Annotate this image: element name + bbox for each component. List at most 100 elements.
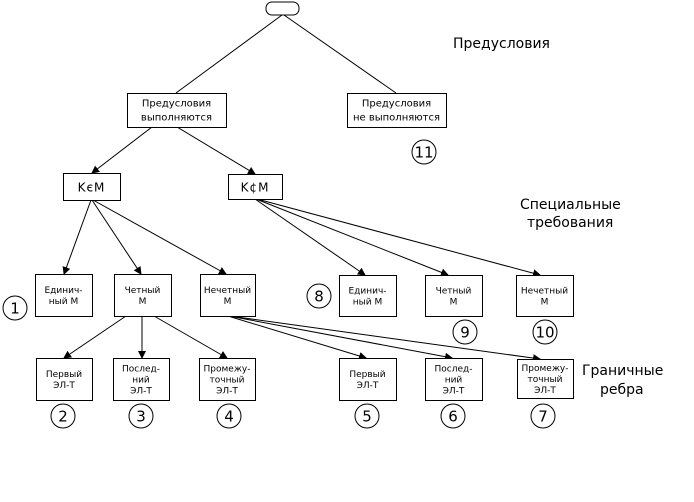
edge-k-notin-m-to-odd-right xyxy=(256,198,541,278)
marker-6: 6 xyxy=(440,403,466,429)
marker-circle xyxy=(50,403,76,429)
node-box xyxy=(339,275,397,317)
node-label-line: Единич- xyxy=(348,287,386,297)
label-boundary-edges-line2: ребра xyxy=(600,382,644,398)
marker-number: 1 xyxy=(10,300,20,318)
marker-circle xyxy=(306,283,332,309)
marker-number: 11 xyxy=(414,144,433,162)
node-label-line: Нечетный xyxy=(521,287,568,297)
node-label-line: выполняются xyxy=(141,113,212,124)
marker-2: 2 xyxy=(50,403,76,429)
marker-7: 7 xyxy=(530,403,556,429)
node-label-line: М xyxy=(224,297,232,307)
marker-number: 10 xyxy=(535,324,554,342)
node-label-line: М xyxy=(139,297,147,307)
marker-circle xyxy=(440,403,466,429)
node-label-line: ный М xyxy=(49,297,78,307)
node-box xyxy=(63,173,121,201)
marker-number: 3 xyxy=(136,408,146,426)
node-label-line: ЭЛ-Т xyxy=(443,387,465,397)
label-special-requirements-line2: требования xyxy=(527,215,613,231)
node-box xyxy=(113,358,170,401)
node-label-line: Промежу- xyxy=(204,365,251,375)
marker-circle xyxy=(354,403,380,429)
edge-even-left-to-first-left xyxy=(63,315,127,359)
node-box xyxy=(228,174,283,200)
marker-5: 5 xyxy=(354,403,380,429)
node-box xyxy=(347,93,447,128)
node-label-line: Единич- xyxy=(44,286,82,296)
node-label-line: Первый xyxy=(349,370,385,380)
node-label-line: ний xyxy=(132,376,150,386)
node-box xyxy=(339,358,397,401)
label-boundary-edges-line1: Граничные xyxy=(582,363,663,379)
marker-number: 4 xyxy=(224,408,234,426)
node-label-line: Четный xyxy=(125,286,161,296)
node-label-line: KєM xyxy=(78,181,106,195)
marker-number: 9 xyxy=(460,324,470,342)
node-label-line: М xyxy=(541,298,549,308)
marker-number: 6 xyxy=(448,408,458,426)
node-box xyxy=(425,358,483,401)
marker-1: 1 xyxy=(2,295,28,321)
node-box xyxy=(127,93,227,128)
node-single-right: Единич-ный М xyxy=(339,275,397,317)
marker-number: 8 xyxy=(314,288,324,306)
node-label-line: ЭЛ-Т xyxy=(53,381,75,391)
node-label-line: ный М xyxy=(353,298,382,308)
node-label-line: Нечетный xyxy=(204,286,251,296)
node-label-line: М xyxy=(450,298,458,308)
edge-k-in-m-to-even-left xyxy=(91,199,142,275)
node-k-in-m: KєM xyxy=(63,173,121,201)
node-label-line: Послед- xyxy=(435,365,473,375)
node-box xyxy=(36,358,93,401)
marker-circle xyxy=(128,403,154,429)
node-box xyxy=(35,274,93,317)
node-label-line: не выполняются xyxy=(353,113,440,124)
root-node xyxy=(265,1,300,16)
marker-number: 5 xyxy=(362,408,372,426)
node-label-line: Четный xyxy=(436,287,472,297)
marker-9: 9 xyxy=(452,319,478,345)
marker-number: 7 xyxy=(538,408,548,426)
marker-circle xyxy=(411,139,437,165)
marker-circle xyxy=(532,319,558,345)
node-box xyxy=(200,274,256,317)
edge-odd-left-to-first-right xyxy=(227,315,367,360)
node-box xyxy=(199,358,256,401)
marker-circle xyxy=(2,295,28,321)
node-label-line: K¢M xyxy=(241,181,270,195)
label-preconditions: Предусловия xyxy=(453,36,550,52)
edges xyxy=(62,14,541,363)
edge-k-notin-m-to-single-right xyxy=(254,198,366,276)
node-label-line: точный xyxy=(528,375,563,385)
node-label-line: ний xyxy=(445,376,463,386)
node-box xyxy=(517,359,574,399)
node-label-line: Послед- xyxy=(122,365,160,375)
node-box xyxy=(114,274,172,317)
node-box xyxy=(516,275,574,317)
edge-root-to-pre-fail xyxy=(283,14,397,94)
node-single-left: Единич-ный М xyxy=(35,274,93,317)
marker-8: 8 xyxy=(306,283,332,309)
node-label-line: Промежу- xyxy=(522,364,569,374)
marker-3: 3 xyxy=(128,403,154,429)
edge-pre-ok-to-k-in-m xyxy=(91,126,153,174)
node-label-line: точный xyxy=(210,376,245,386)
edge-k-in-m-to-single-left xyxy=(62,199,92,275)
edge-odd-left-to-last-right xyxy=(228,315,453,361)
edge-odd-left-to-mid-right xyxy=(229,315,541,363)
